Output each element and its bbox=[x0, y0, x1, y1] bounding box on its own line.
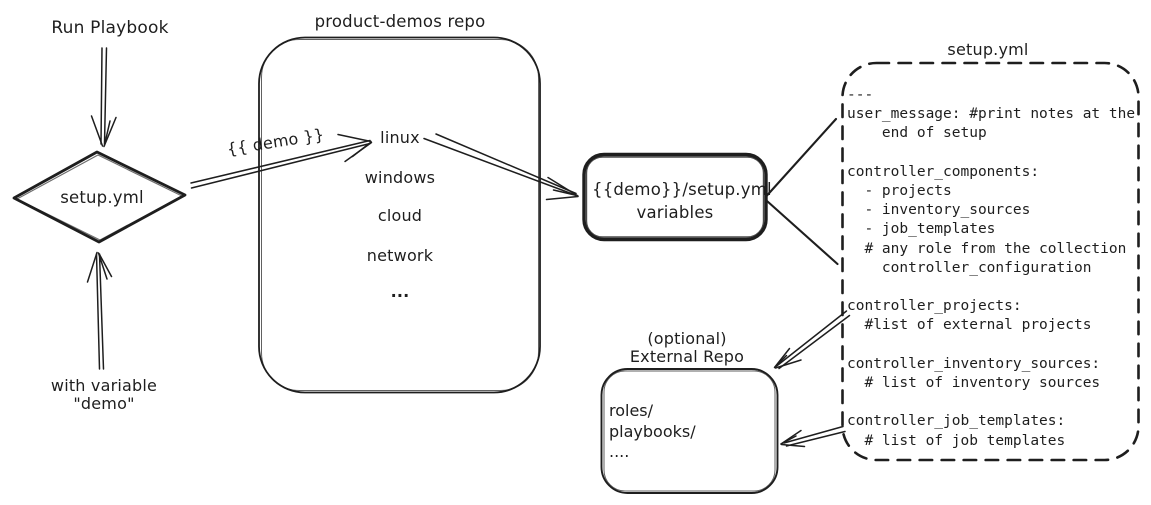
arrow-run-playbook bbox=[90, 47, 117, 148]
with-variable-label-line2: "demo" bbox=[73, 394, 135, 413]
arrow-linux-to-variables bbox=[423, 133, 579, 201]
arrow-projects-to-external-repo bbox=[773, 310, 851, 370]
variables-box-line2: variables bbox=[636, 203, 714, 222]
repo-item-windows: windows bbox=[364, 168, 436, 187]
repo-box-shape bbox=[258, 36, 541, 394]
repo-item-cloud: cloud bbox=[377, 206, 423, 225]
external-repo-content: roles/ playbooks/ .... bbox=[609, 401, 696, 461]
arrow-with-variable bbox=[86, 251, 113, 370]
repo-item-ellipsis: ... bbox=[390, 282, 410, 301]
arrow-demo-to-linux bbox=[190, 133, 373, 189]
variables-box-shape bbox=[582, 152, 768, 242]
arrow-job-templates-to-external-repo bbox=[780, 425, 846, 448]
repo-item-network: network bbox=[366, 246, 434, 265]
setup-yml-diamond-shape bbox=[12, 150, 187, 244]
run-playbook-label: Run Playbook bbox=[51, 18, 169, 38]
setup-yml-dashed-box bbox=[841, 61, 1140, 462]
setup-yml-title: setup.yml bbox=[947, 40, 1029, 59]
external-repo-label-title: External Repo bbox=[629, 347, 745, 366]
setup-yml-content: --- user_message: #print notes at the en… bbox=[847, 87, 1136, 449]
repo-title: product-demos repo bbox=[314, 12, 486, 31]
with-variable-label-line1: with variable bbox=[50, 376, 158, 395]
variables-box-line1: {{demo}}/setup.yml bbox=[592, 180, 772, 199]
external-repo-label-optional: (optional) bbox=[647, 329, 727, 348]
repo-item-linux: linux bbox=[380, 128, 420, 147]
diamond-label: setup.yml bbox=[60, 188, 144, 207]
fan-lines-to-setup-yml bbox=[765, 117, 839, 266]
external-repo-box-shape bbox=[600, 368, 779, 494]
